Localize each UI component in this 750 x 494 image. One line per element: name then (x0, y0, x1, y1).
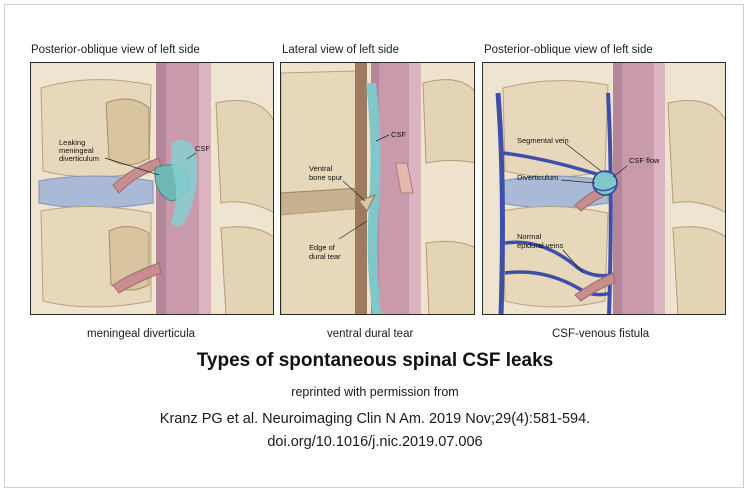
posterior-cortex (355, 63, 367, 314)
lower-vertebral-body (502, 205, 609, 308)
dural-tear-label: dural tear (309, 252, 341, 261)
csf-venous-fistula-illustration: Segmental vein CSF flow Diverticulum Nor… (483, 63, 725, 314)
anterior-epidural-vein-left (495, 92, 505, 314)
upper-nerve-root (112, 157, 162, 194)
ventral-label: Ventral (309, 164, 333, 173)
csf-flow-label: CSF flow (629, 156, 660, 165)
csf-label: CSF (195, 144, 210, 153)
diverticulum-label: Diverticulum (517, 173, 558, 182)
ventral-dural-tear-illustration: CSF Ventral bone spur Edge of dural tear (281, 63, 474, 314)
panel-meningeal-diverticula: Leaking meningeal diverticulum CSF (30, 62, 274, 315)
lamina-upper (215, 100, 273, 213)
normal-label: Normal (517, 232, 542, 241)
fistula-veins (592, 170, 618, 192)
leaking-label: Leaking (59, 138, 85, 147)
lamina-lower (220, 226, 273, 314)
ventral-bone-spur (358, 194, 377, 212)
panel-1-view-title: Posterior-oblique view of left side (31, 44, 200, 56)
panel-1-caption: meningeal diverticula (87, 328, 196, 340)
meningeal-diverticula-illustration: Leaking meningeal diverticulum CSF (31, 63, 273, 314)
diverticulum-label: diverticulum (59, 154, 99, 163)
upper-pedicle (105, 98, 150, 166)
normal-epidural-vein-upper (504, 240, 612, 278)
intervertebral-disc (38, 175, 154, 209)
csf-label: CSF (391, 130, 406, 139)
citation: Kranz PG et al. Neuroimaging Clin N Am. … (159, 411, 591, 427)
facet-upper (422, 79, 474, 164)
facet-lower (425, 240, 474, 314)
panel-3-caption: CSF-venous fistula (552, 328, 650, 340)
epidural-veins-label: epidural veins (517, 241, 564, 250)
panel-csf-venous-fistula: Segmental vein CSF flow Diverticulum Nor… (482, 62, 726, 315)
normal-epidural-vein-lower (504, 270, 612, 297)
segmental-vein-label: Segmental vein (517, 136, 569, 145)
bone-spur-label: bone spur (309, 173, 343, 182)
panel-2-caption: ventral dural tear (327, 328, 414, 340)
lower-nerve-root (574, 272, 616, 302)
nerve-root (395, 162, 414, 194)
lamina-lower (672, 226, 725, 314)
figure-title: Types of spontaneous spinal CSF leaks (196, 350, 554, 371)
reprint-notice: reprinted with permission from (291, 385, 459, 399)
panel-3-view-title: Posterior-oblique view of left side (484, 44, 653, 56)
lamina-upper (667, 100, 725, 213)
panel-ventral-dural-tear: CSF Ventral bone spur Edge of dural tear (280, 62, 475, 315)
lower-nerve-root (112, 262, 162, 294)
panel-2-view-title: Lateral view of left side (282, 44, 399, 56)
csf-leak (171, 139, 198, 227)
lower-vertebral-body (281, 207, 366, 314)
meningeal-label: meningeal (59, 146, 94, 155)
edge-of-label: Edge of (309, 243, 336, 252)
doi: doi.org/10.1016/j.nic.2019.07.006 (267, 434, 483, 450)
